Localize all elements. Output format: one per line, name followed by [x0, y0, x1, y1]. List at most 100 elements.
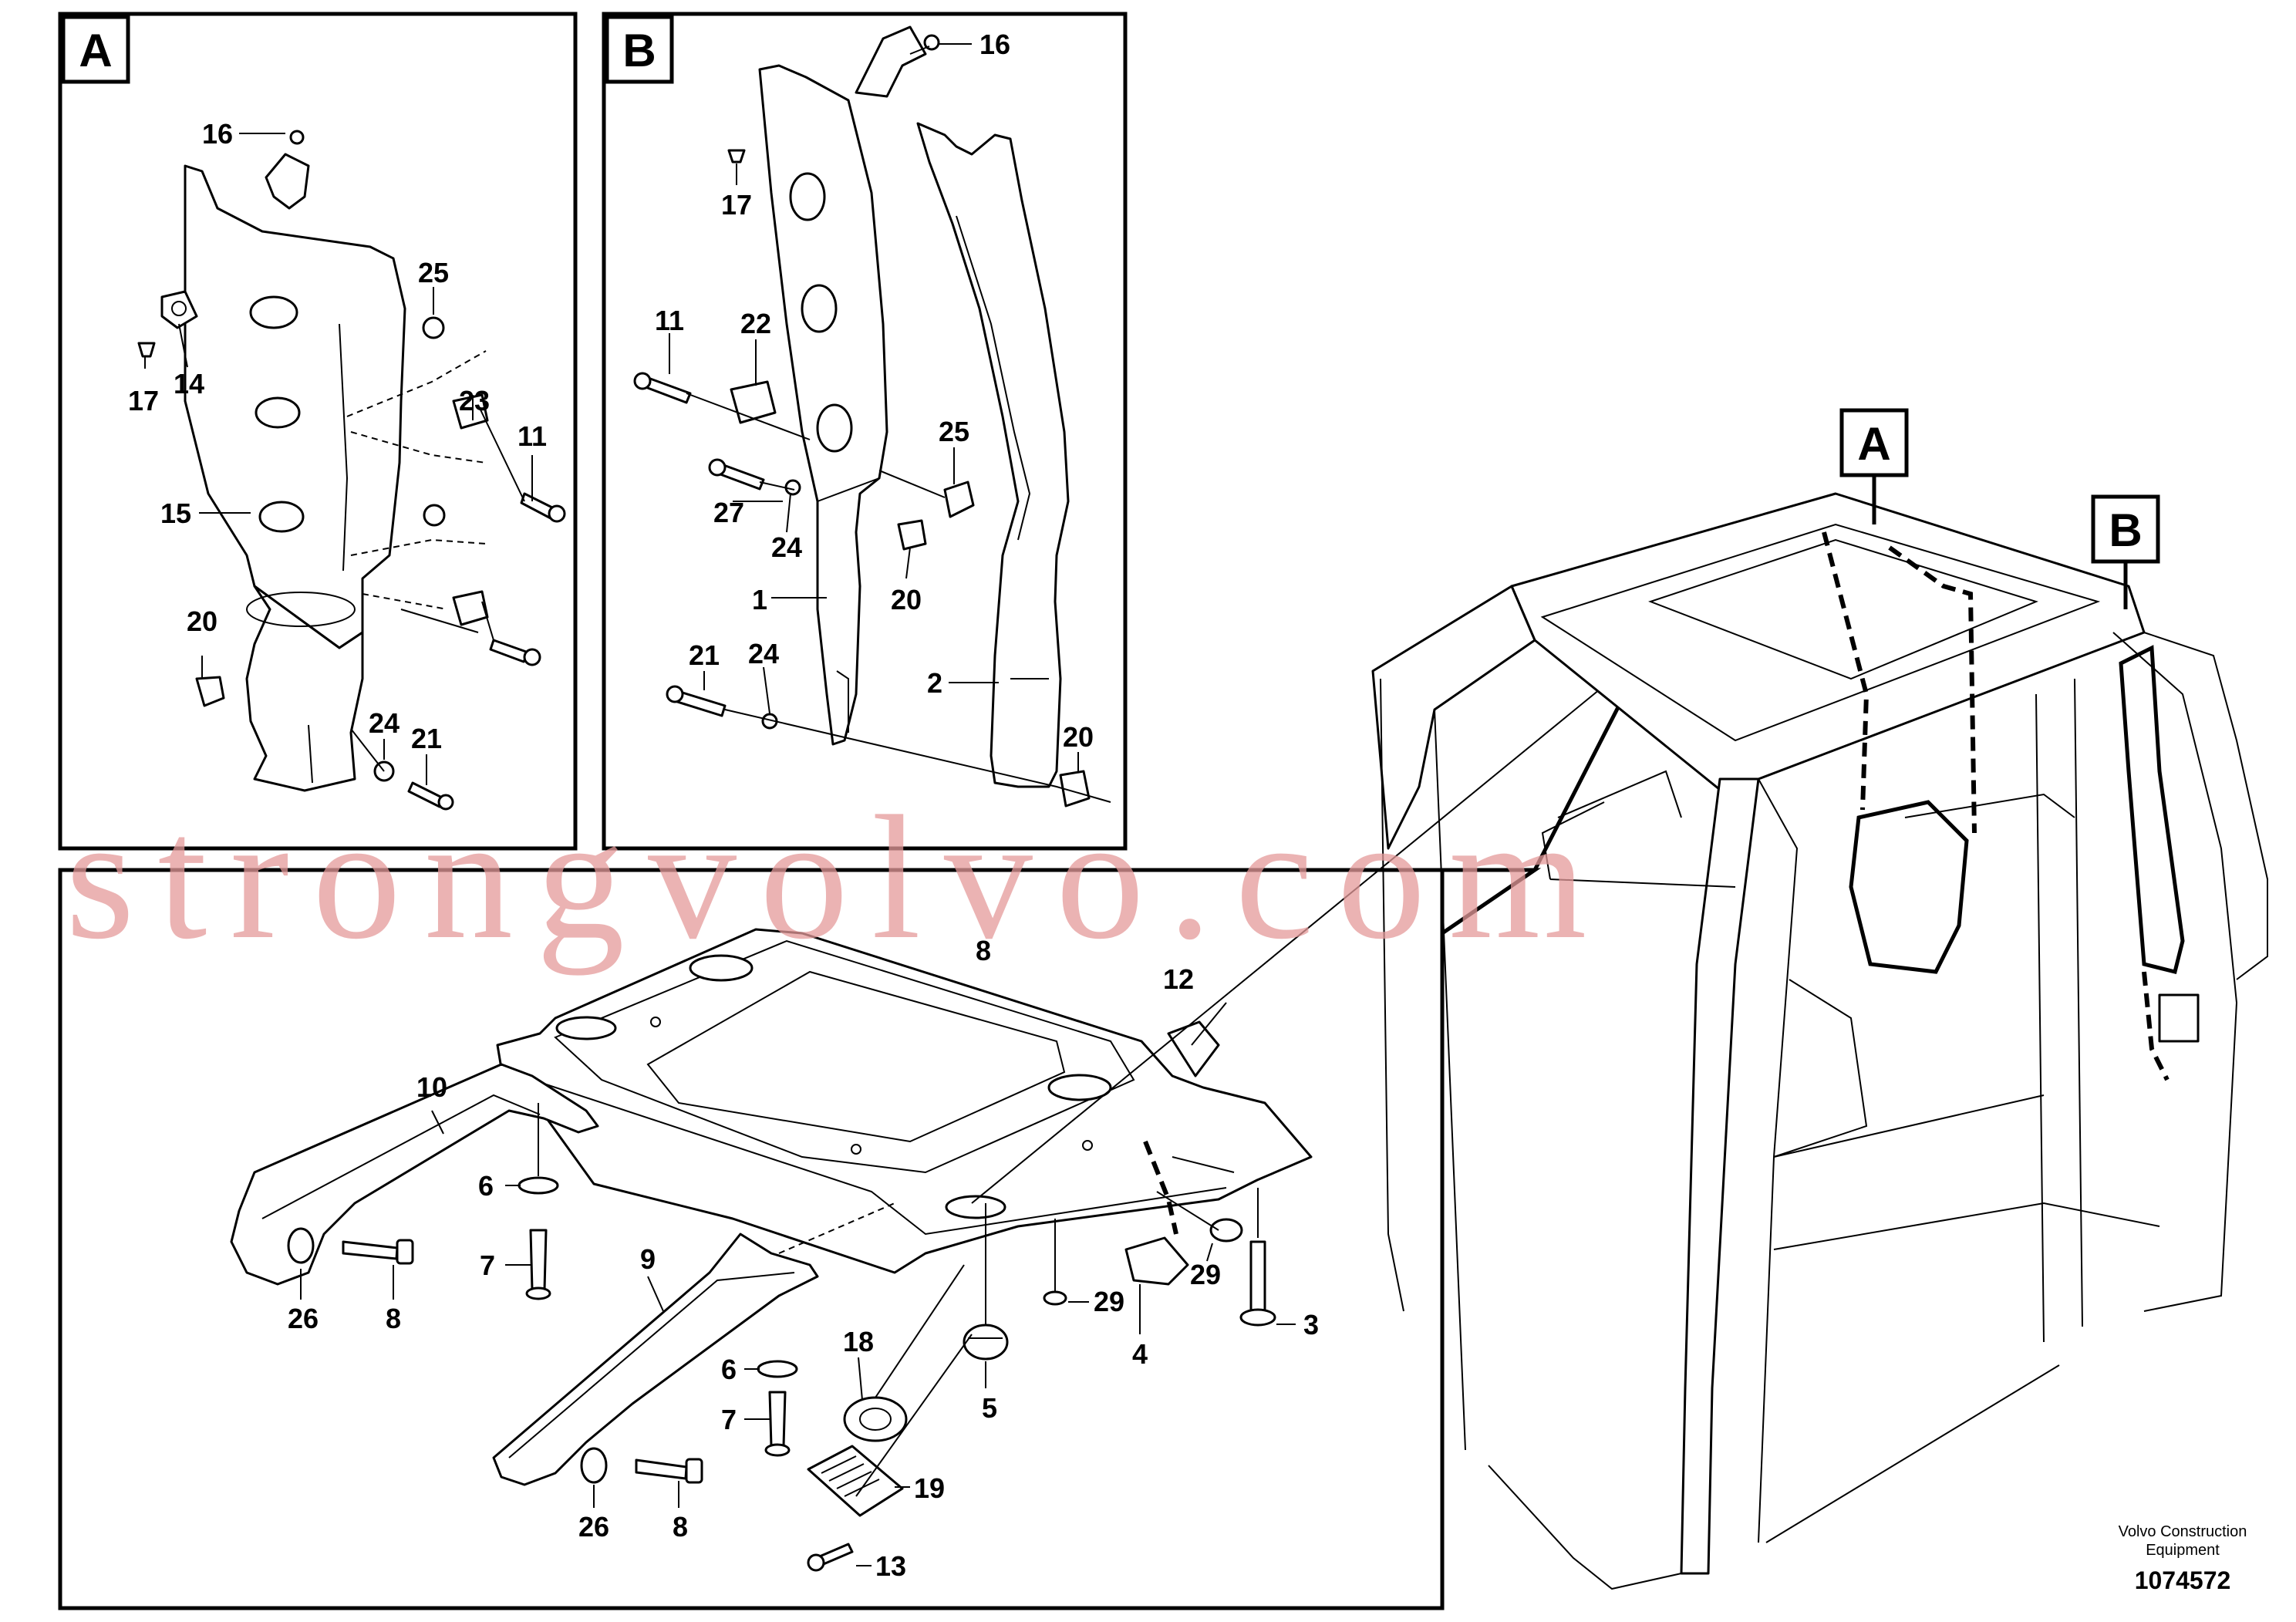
callout: 14 — [174, 368, 204, 400]
callout: 7 — [480, 1249, 495, 1281]
watermark: strongvolvo.com — [66, 779, 1610, 976]
callout: 19 — [914, 1472, 945, 1504]
marker-a — [1839, 408, 1909, 477]
speaker-18 — [843, 1396, 908, 1442]
pillar-edge — [339, 323, 349, 572]
cab-pillar-a-highlight — [1849, 800, 1969, 974]
callout: 8 — [673, 1511, 688, 1543]
panel-a-letter: A — [79, 25, 112, 76]
screw-7 — [529, 1229, 548, 1291]
callout: 23 — [459, 385, 490, 416]
clip-16 — [265, 153, 310, 210]
callout: 20 — [187, 605, 217, 637]
callout: 6 — [478, 1170, 494, 1202]
clip-20 — [897, 519, 927, 551]
callout: 21 — [411, 723, 442, 754]
callout: 16 — [202, 118, 233, 150]
callout: 9 — [640, 1243, 656, 1275]
clip-20 — [195, 676, 225, 707]
callout: 26 — [578, 1511, 609, 1543]
callout: 16 — [979, 29, 1010, 60]
panel-a-frame — [58, 12, 578, 851]
callout: 11 — [655, 305, 684, 336]
callout: 29 — [1190, 1259, 1221, 1290]
document-number: 1074572 — [2135, 1566, 2231, 1594]
callout: 24 — [748, 638, 779, 669]
callout: 13 — [875, 1550, 906, 1582]
callout: 4 — [1132, 1338, 1148, 1370]
clip-nut-25 — [422, 316, 445, 339]
clip-14 — [160, 290, 198, 329]
callout: 15 — [160, 497, 191, 529]
panel-b-frame — [602, 12, 1128, 851]
vent-hole — [249, 295, 298, 329]
callout: 22 — [740, 308, 771, 339]
bracket-16 — [855, 25, 927, 98]
vent-hole — [255, 396, 301, 429]
callout: 17 — [721, 189, 752, 221]
callout: 6 — [721, 1354, 737, 1385]
clip-20-lower — [1059, 770, 1091, 808]
cab-roof — [1510, 492, 2146, 804]
lamp-5 — [963, 1324, 1009, 1361]
bolt-8 — [342, 1240, 399, 1260]
callout: 25 — [939, 416, 969, 447]
washer-26b — [580, 1447, 608, 1484]
screw-17 — [727, 149, 746, 164]
lamp-4 — [1124, 1236, 1189, 1286]
pillar-trim-2 — [916, 122, 1070, 788]
callout: 25 — [418, 257, 449, 288]
roof-liner-8 — [496, 928, 1313, 1274]
callout: 12 — [1163, 963, 1194, 995]
clip-22 — [730, 380, 777, 424]
bolt-8b — [635, 1458, 688, 1480]
bolt-11b — [489, 639, 530, 663]
vent-hole — [789, 172, 826, 221]
vent-hole — [258, 501, 305, 533]
callout: 11 — [518, 420, 547, 452]
cab-pillar-b-highlight — [2119, 645, 2185, 975]
bolt-3 — [1249, 1240, 1266, 1313]
callout: 1 — [752, 584, 767, 615]
washer-6 — [518, 1176, 559, 1195]
callout: 7 — [721, 1404, 737, 1435]
callout: 3 — [1303, 1309, 1319, 1340]
callout: 20 — [891, 584, 922, 615]
grille-19 — [807, 1445, 904, 1517]
callout: 20 — [1063, 721, 1094, 753]
callout: 24 — [369, 707, 400, 739]
callout: 8 — [386, 1303, 401, 1334]
clip-nut-25 — [423, 504, 446, 527]
panel-roof: 8 12 10 6 7 26 8 9 6 7 26 8 18 5 29 4 29… — [58, 868, 1535, 1610]
washer-6b — [757, 1360, 798, 1378]
panel-b-tag — [605, 15, 674, 84]
panel-b: B — [602, 12, 1128, 851]
roof-frame — [58, 868, 1445, 1610]
callout: 24 — [771, 531, 802, 563]
credit-line-2: Equipment — [2146, 1542, 2220, 1559]
pillar-trim-1 — [758, 64, 888, 746]
cab-overview: A B — [1371, 408, 2268, 1590]
plug-29b — [1209, 1218, 1243, 1243]
callout: 27 — [713, 497, 744, 528]
bracket-12 — [1167, 1020, 1220, 1077]
callout: 29 — [1094, 1286, 1124, 1317]
trim-9 — [492, 1233, 819, 1486]
callout: 21 — [689, 639, 720, 671]
clip-23 — [452, 590, 489, 626]
panel-a-tag — [61, 15, 130, 84]
plug-29 — [1043, 1290, 1067, 1306]
washer-26 — [287, 1227, 315, 1264]
vent-hole — [801, 284, 838, 333]
callout: 26 — [288, 1303, 319, 1334]
credit-line-1: Volvo Construction — [2119, 1523, 2247, 1540]
screw-7b — [768, 1391, 787, 1448]
screw-17 — [137, 342, 156, 358]
panel-a: A — [58, 12, 578, 851]
callout: 18 — [843, 1326, 874, 1357]
marker-b-letter: B — [2109, 504, 2142, 556]
callout: 17 — [128, 385, 159, 416]
pillar-lower-tube — [245, 585, 364, 792]
callout: 2 — [927, 667, 942, 699]
